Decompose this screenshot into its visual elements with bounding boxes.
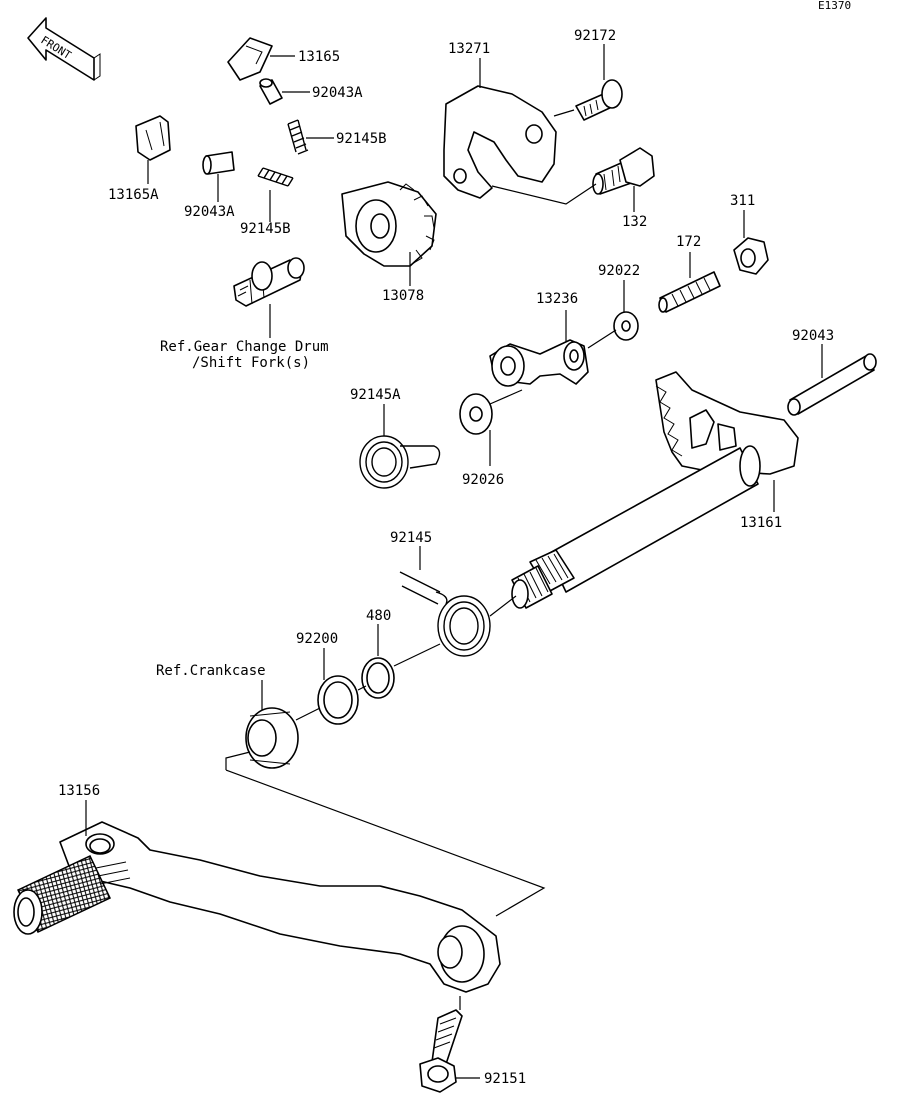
part-132-bolt <box>592 147 655 195</box>
part-13165A <box>135 115 171 161</box>
part-13161-shaft <box>511 371 799 609</box>
diagram-code: E1370 <box>818 0 851 12</box>
part-13271 <box>443 85 557 199</box>
part-13156-pedal <box>13 821 501 993</box>
part-92022-washer <box>613 311 639 341</box>
part-shift-pin <box>233 257 305 307</box>
part-92172-screw <box>575 79 623 121</box>
ref-gear-change-line2: /Shift Fork(s) <box>192 355 310 371</box>
ref-crankcase: Ref.Crankcase <box>156 663 266 679</box>
part-92151-bolt <box>419 1009 463 1093</box>
label-92145B-top: 92145B <box>336 131 387 147</box>
part-172-stud <box>658 271 721 313</box>
part-92043A-top <box>259 78 283 105</box>
label-92043A-top: 92043A <box>312 85 363 101</box>
label-480: 480 <box>366 608 391 624</box>
part-92043A-left <box>202 151 235 175</box>
label-13161: 13161 <box>740 515 782 531</box>
label-92151: 92151 <box>484 1071 526 1087</box>
label-13236: 13236 <box>536 291 578 307</box>
part-480-circlip <box>361 657 395 699</box>
label-92145A: 92145A <box>350 387 401 403</box>
part-92145B-top-spring <box>287 119 309 155</box>
assembly-guide-line <box>225 751 546 917</box>
label-13165A: 13165A <box>108 187 159 203</box>
label-172: 172 <box>676 234 701 250</box>
label-311: 311 <box>730 193 755 209</box>
part-92043-pin <box>787 353 877 416</box>
part-92026-washer <box>459 393 493 435</box>
part-92145-spring <box>399 571 491 657</box>
part-92145B-left-spring <box>257 167 294 187</box>
part-13236-arm <box>489 339 589 387</box>
ref-gear-change-line1: Ref.Gear Change Drum <box>160 339 329 355</box>
label-13271: 13271 <box>448 41 490 57</box>
label-92145: 92145 <box>390 530 432 546</box>
part-13165 <box>227 37 273 81</box>
label-13078: 13078 <box>382 288 424 304</box>
part-13078 <box>341 181 437 267</box>
front-arrow-icon: FRONT <box>27 17 101 81</box>
label-92200: 92200 <box>296 631 338 647</box>
label-92026: 92026 <box>462 472 504 488</box>
label-132: 132 <box>622 214 647 230</box>
label-92172: 92172 <box>574 28 616 44</box>
part-crankcase-seal <box>245 707 299 769</box>
part-311-nut <box>733 237 769 275</box>
label-92043: 92043 <box>792 328 834 344</box>
label-92022: 92022 <box>598 263 640 279</box>
part-92200-washer <box>317 675 359 725</box>
label-13165: 13165 <box>298 49 340 65</box>
label-13156: 13156 <box>58 783 100 799</box>
part-92145A-spring <box>359 435 441 489</box>
label-92145B-left: 92145B <box>240 221 291 237</box>
label-92043A-left: 92043A <box>184 204 235 220</box>
